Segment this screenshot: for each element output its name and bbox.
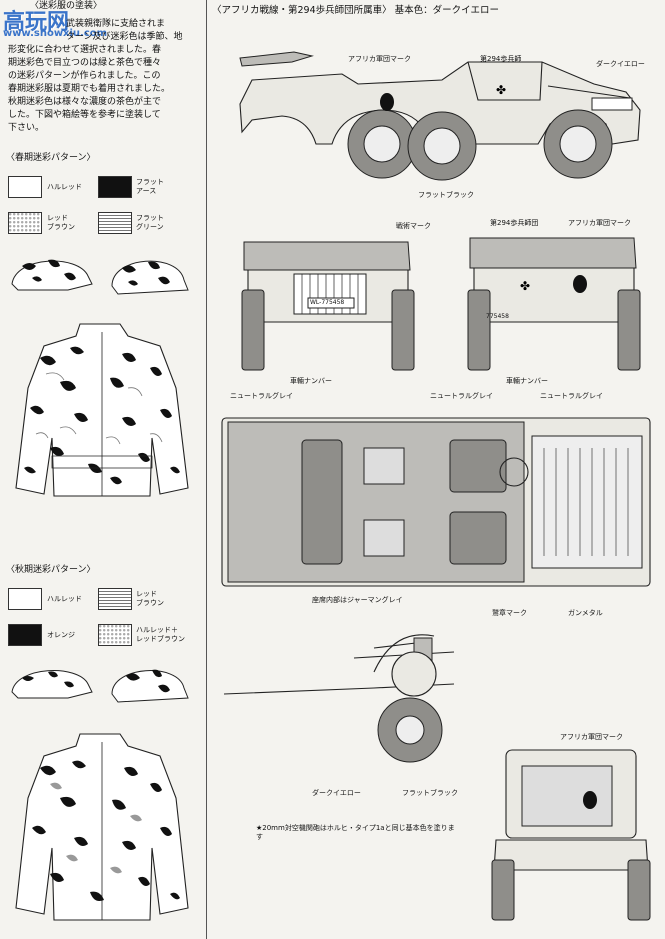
intro-line: ターン及び迷彩色は季節、地	[66, 32, 183, 42]
vehicle-rear-view: ✤	[467, 237, 641, 371]
front-license-plate: WL-775458	[310, 299, 345, 306]
vehicle-front-view	[241, 241, 415, 371]
swatch-flat-green	[98, 212, 132, 234]
swatch-label: ハルレッド	[47, 183, 82, 191]
intro-line: の迷彩パターンが作られました。この	[8, 71, 161, 81]
front-plate-caption: 車輛ナンバー	[290, 377, 332, 385]
svg-text:✤: ✤	[520, 279, 530, 293]
autumn-jacket-illustration	[15, 733, 189, 921]
intro-line: 秋期迷彩色は様々な濃度の茶色が主で	[8, 97, 162, 107]
swatch-label: フラット アース	[136, 178, 164, 195]
swatch-label: オレンジ	[47, 631, 75, 639]
spring-pattern-title: 〈春期迷彩パターン〉	[6, 153, 96, 163]
label-gun-metal: ガンメタル	[568, 609, 603, 617]
swatch-flat-earth	[98, 176, 132, 198]
swatch-label: ハルレッド＋ レッドブラウン	[136, 626, 185, 643]
label-afrika-korps-rear: アフリカ軍団マーク	[568, 219, 631, 227]
label-tactical-mark: 戦術マーク	[396, 222, 431, 230]
label-294-division: 第294歩兵師	[480, 55, 522, 63]
label-eagle-mark: 鷲章マーク	[492, 609, 527, 617]
swatch-label: レッド ブラウン	[136, 590, 164, 607]
flak-gun-rear-view	[491, 749, 651, 921]
rear-license-plate: 775458	[486, 313, 509, 320]
left-section-header: 〈迷彩服の塗装〉	[30, 1, 103, 11]
label-neutral-grey-3: ニュートラルグレイ	[540, 392, 603, 400]
label-dark-yellow: ダークイエロー	[596, 60, 645, 68]
intro-line: 下さい。	[8, 123, 45, 133]
svg-text:✤: ✤	[496, 83, 506, 97]
label-neutral-grey-2: ニュートラルグレイ	[430, 392, 493, 400]
swatch-label: ハルレッド	[47, 595, 82, 603]
swatch-hull-red	[8, 588, 42, 610]
intro-line: した。下図や箱絵等を参考に塗装して	[8, 110, 161, 120]
swatch-label: レッド ブラウン	[47, 214, 75, 231]
vehicle-header: 〈アフリカ戦線・第294歩兵師団所属車〉 基本色：ダークイエロー	[212, 5, 500, 16]
swatch-hull-red	[8, 176, 42, 198]
label-flat-black-gun: フラットブラック	[402, 789, 458, 797]
label-294-division-rear: 第294歩兵師団	[490, 219, 539, 227]
intro-line: 武装親衛隊に支給されま	[66, 19, 166, 29]
intro-text: 武装親衛隊に支給されま ターン及び迷彩色は季節、地	[66, 18, 194, 44]
label-afrika-korps-gun: アフリカ軍団マーク	[560, 733, 623, 741]
gun-note: ★20mm対空機関砲はホルヒ・タイプ1aと同じ基本色を塗ります	[256, 824, 455, 841]
label-flat-black: フラットブラック	[418, 191, 474, 199]
swatch-orange	[8, 624, 42, 646]
intro-line: 春期迷彩服は夏期でも着用されました。	[8, 84, 171, 94]
label-afrika-korps: アフリカ軍団マーク	[348, 55, 411, 63]
intro-line: 期迷彩色で目立つのは緑と茶色で種々	[8, 58, 162, 68]
rear-plate-caption: 車輛ナンバー	[506, 377, 548, 385]
label-dark-yellow-gun: ダークイエロー	[312, 789, 361, 797]
swatch-red-brown	[98, 588, 132, 610]
column-divider	[206, 0, 207, 939]
seat-caption: 座席内部はジャーマングレイ	[312, 596, 403, 604]
intro-line: 形変化に合わせて選択されました。春	[8, 45, 162, 55]
spring-jacket-illustration	[15, 323, 189, 497]
vehicle-side-view: ✤	[239, 51, 641, 181]
intro-text-cont: 形変化に合わせて選択されました。春 期迷彩色で目立つのは緑と茶色で種々 の迷彩パ…	[8, 44, 194, 135]
label-neutral-grey-1: ニュートラルグレイ	[230, 392, 293, 400]
swatch-red-brown	[8, 212, 42, 234]
watermark-url: www.showxiu.com	[3, 28, 108, 39]
spring-cap-illustration	[11, 259, 189, 295]
flak-gun-side-view	[223, 634, 455, 763]
vehicle-top-view	[221, 417, 651, 587]
autumn-cap-illustration	[11, 669, 189, 703]
watermark-logo: 高玩网	[3, 10, 70, 35]
autumn-pattern-title: 〈秋期迷彩パターン〉	[6, 565, 96, 575]
swatch-label: フラット グリーン	[136, 214, 164, 231]
swatch-hull-red-red-brown	[98, 624, 132, 646]
